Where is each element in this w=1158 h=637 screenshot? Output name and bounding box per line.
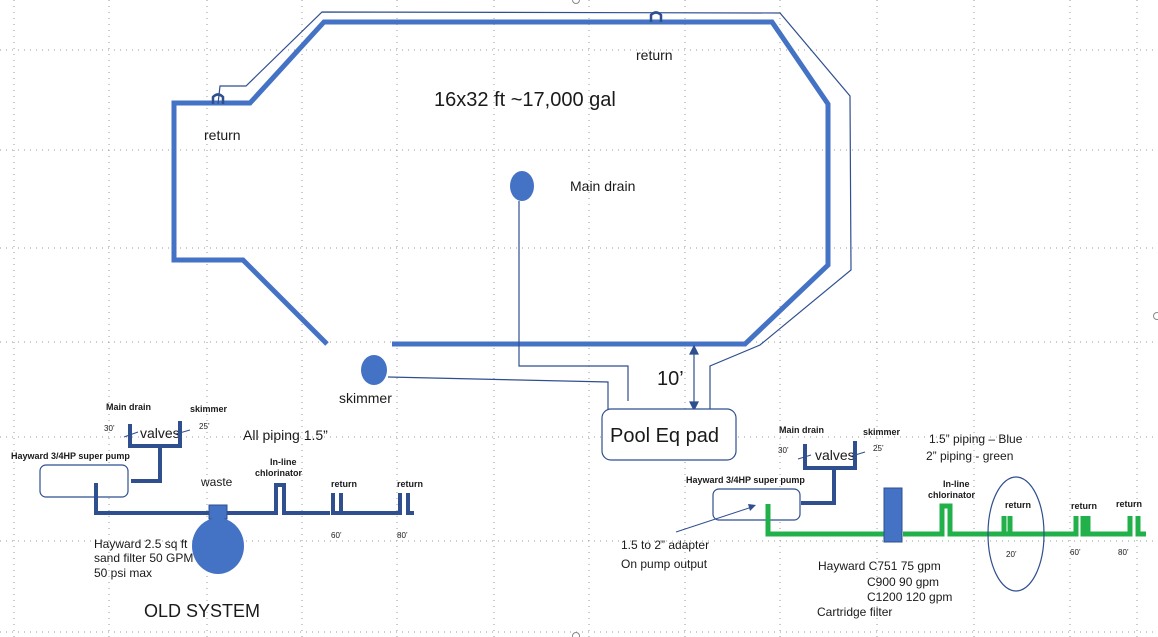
adapter-line1: 1.5 to 2” adapter — [621, 538, 709, 552]
old-pump-box — [39, 464, 129, 498]
equipment-pad-box — [601, 408, 737, 461]
old-piping — [94, 421, 414, 515]
new-return-3: return — [1116, 499, 1142, 509]
new-system: Main drain skimmer 30’ 25’ valves 1.5” p… — [621, 425, 1146, 619]
old-waste-label: waste — [200, 475, 233, 489]
old-return-2: return — [397, 479, 423, 489]
adapter-arrowhead — [748, 504, 756, 511]
return-label-top: return — [636, 47, 673, 63]
new-filter-line3: C1200 120 gpm — [867, 590, 952, 604]
old-valves-label: valves — [140, 425, 180, 441]
skimmer-line — [387, 376, 609, 409]
old-filter-line2: sand filter 50 GPM — [94, 551, 193, 565]
new-chlorinator-line2: chlorinator — [928, 490, 976, 500]
main-drain-line — [518, 201, 629, 401]
new-piping-green: 2” piping - green — [926, 449, 1013, 463]
new-cartridge-filter — [883, 487, 903, 543]
old-len-2: 80’ — [397, 531, 408, 540]
old-system: Main drain skimmer 30’ 25’ valves All pi… — [11, 402, 423, 621]
old-skimmer-label: skimmer — [190, 404, 228, 414]
skimmer-label: skimmer — [339, 390, 392, 406]
old-return-1: return — [331, 479, 357, 489]
return-fitting-left — [211, 93, 225, 104]
old-filter-line3: 50 psi max — [94, 566, 152, 580]
distance-arrow — [689, 344, 699, 412]
skimmer-icon — [361, 355, 387, 385]
old-len-1: 60’ — [331, 531, 342, 540]
equipment-pad-label: Pool Eq pad — [610, 425, 719, 447]
old-pump-label: Hayward 3/4HP super pump — [11, 451, 130, 461]
old-main-drain-label: Main drain — [106, 402, 151, 412]
return-label-left: return — [204, 127, 241, 143]
new-skimmer-label: skimmer — [863, 427, 901, 437]
old-sk-length: 25’ — [199, 422, 210, 431]
return-line — [217, 11, 852, 412]
new-len-1: 20’ — [1006, 550, 1017, 559]
new-valves-label: valves — [815, 447, 855, 463]
new-pump-label: Hayward 3/4HP super pump — [686, 475, 805, 485]
new-return-1: return — [1005, 500, 1031, 510]
new-piping-blue — [801, 441, 857, 505]
new-len-3: 80’ — [1118, 548, 1129, 557]
new-piping-blue: 1.5” piping – Blue — [929, 432, 1023, 446]
pool-size-label: 16x32 ft ~17,000 gal — [434, 89, 616, 111]
old-filter-line1: Hayward 2.5 sq ft — [94, 537, 188, 551]
adapter-leader — [675, 506, 753, 533]
handle-top — [572, 0, 580, 4]
new-chlorinator-line1: In-line — [943, 479, 970, 489]
old-chlorinator-line2: chlorinator — [255, 468, 303, 478]
new-piping-green — [765, 503, 1146, 537]
return-fitting-top — [649, 11, 663, 22]
old-md-length: 30’ — [104, 424, 115, 433]
old-system-title: OLD SYSTEM — [144, 601, 260, 621]
old-chlorinator-line1: In-line — [270, 457, 297, 467]
handle-right — [1153, 312, 1158, 320]
handle-bottom — [572, 632, 580, 637]
distance-label: 10’ — [657, 368, 684, 390]
new-return-highlight — [987, 476, 1045, 592]
old-waste-valve — [208, 504, 228, 520]
new-len-2: 60’ — [1070, 548, 1081, 557]
adapter-line2: On pump output — [621, 557, 708, 571]
new-filter-line1: Hayward C751 75 gpm — [818, 559, 941, 573]
new-main-drain-label: Main drain — [779, 425, 824, 435]
new-filter-line2: C900 90 gpm — [867, 575, 939, 589]
old-sand-filter — [192, 518, 244, 574]
new-sk-length: 25’ — [873, 444, 884, 453]
main-drain-icon — [510, 171, 534, 201]
new-md-length: 30’ — [778, 446, 789, 455]
new-return-2: return — [1071, 501, 1097, 511]
main-drain-label: Main drain — [570, 178, 635, 194]
old-piping-note: All piping 1.5” — [243, 427, 328, 443]
pool-outline — [171, 19, 831, 347]
new-filter-line4: Cartridge filter — [817, 605, 892, 619]
